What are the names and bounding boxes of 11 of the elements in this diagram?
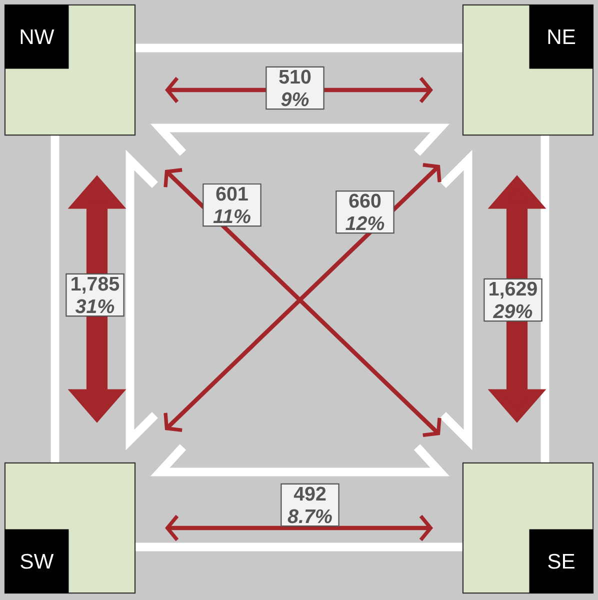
- corner-block: NW: [4, 4, 136, 136]
- edge-label: 1,785 31%: [66, 273, 124, 317]
- corner-block: SW: [4, 462, 136, 594]
- edge-label: 660 12%: [336, 190, 394, 234]
- edge-label: 1,629 29%: [484, 278, 542, 322]
- edge-label: 510 9%: [266, 66, 324, 110]
- corner-block: SE: [462, 462, 594, 594]
- edge-label: 601 11%: [202, 183, 262, 227]
- arrow: [165, 514, 433, 542]
- corner-block: NE: [462, 4, 594, 136]
- edge-label: 492 8.7%: [280, 483, 340, 527]
